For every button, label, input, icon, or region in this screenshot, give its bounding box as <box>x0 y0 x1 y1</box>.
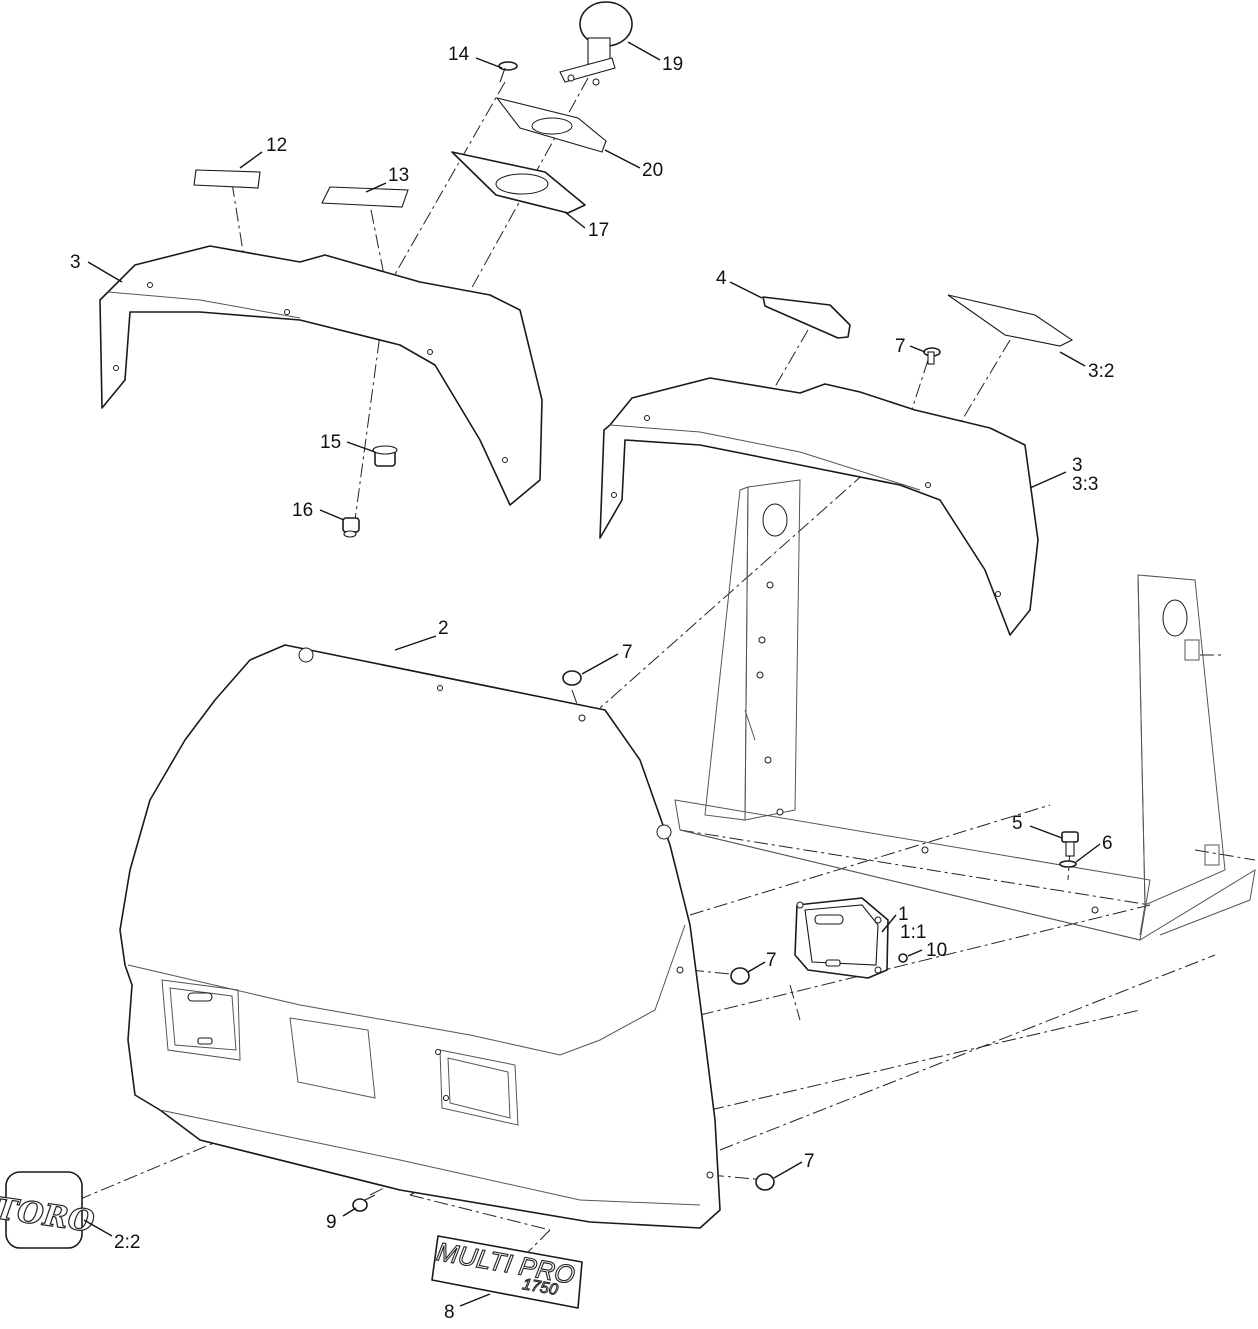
washer-6 <box>1059 860 1077 868</box>
callout-14: 14 <box>448 44 470 65</box>
callout-5: 5 <box>1012 813 1023 834</box>
bolt-5 <box>1061 831 1079 857</box>
decal-13 <box>321 186 409 208</box>
rivet-7-hood-side <box>730 967 750 985</box>
callout-3-2: 3:2 <box>1088 361 1114 382</box>
callout-9: 9 <box>326 1212 337 1233</box>
callout-4: 4 <box>716 268 727 289</box>
headlight-1 <box>794 897 889 979</box>
callout-6: 6 <box>1102 833 1113 854</box>
frame-upright-right <box>1137 574 1226 936</box>
rivet-7-hood-top <box>562 670 582 686</box>
screw-14 <box>498 61 518 83</box>
fitting-16 <box>342 517 360 538</box>
callout-1: 1 <box>898 904 909 925</box>
toro-logo-text: TORO <box>0 1191 96 1240</box>
product-name-decal: MULTI PRO 1750 <box>431 1235 583 1309</box>
callout-7-hood-top: 7 <box>622 642 633 663</box>
callout-3-3: 3:3 <box>1072 474 1098 495</box>
gauge-19 <box>559 1 633 86</box>
toro-logo-decal: TORO <box>0 1171 97 1249</box>
panel-3-2 <box>947 294 1074 347</box>
rivet-7-upper <box>923 347 941 365</box>
callout-10: 10 <box>926 940 947 961</box>
frame-upright-left <box>704 479 801 821</box>
callout-20: 20 <box>642 160 663 181</box>
callout-7-hood-bottom: 7 <box>804 1151 815 1172</box>
shroud-right <box>599 377 1039 636</box>
leader-lines <box>83 41 1101 1307</box>
callout-13: 13 <box>388 165 409 186</box>
callout-12: 12 <box>266 135 287 156</box>
gauge-plate-17 <box>451 151 586 214</box>
shroud-left <box>99 245 543 506</box>
callout-3-right: 3 <box>1072 455 1083 476</box>
callouts: 14 19 12 13 20 17 3 4 7 3:2 3 3:3 15 16 … <box>70 44 1114 1323</box>
gasket-20 <box>495 97 607 153</box>
floor-plate <box>674 799 1256 941</box>
callout-2: 2 <box>438 618 449 639</box>
rivet-7-hood-bottom <box>755 1173 775 1191</box>
callout-3-left: 3 <box>70 252 81 273</box>
callout-2-2: 2:2 <box>114 1232 140 1253</box>
callout-16: 16 <box>292 500 313 521</box>
callout-17: 17 <box>588 220 609 241</box>
washer-10 <box>898 953 908 963</box>
callout-15: 15 <box>320 432 341 453</box>
hood-main <box>119 644 721 1229</box>
lens-4 <box>762 296 851 339</box>
rivet-9 <box>352 1194 376 1212</box>
callout-7-upper: 7 <box>895 336 906 357</box>
callout-1-1: 1:1 <box>900 922 926 943</box>
decal-12 <box>193 169 261 189</box>
callout-8: 8 <box>444 1302 455 1323</box>
callout-19: 19 <box>662 54 683 75</box>
callout-7-hood-side: 7 <box>766 950 777 971</box>
fitting-15 <box>372 445 398 467</box>
product-name-line2: 1750 <box>521 1276 559 1299</box>
